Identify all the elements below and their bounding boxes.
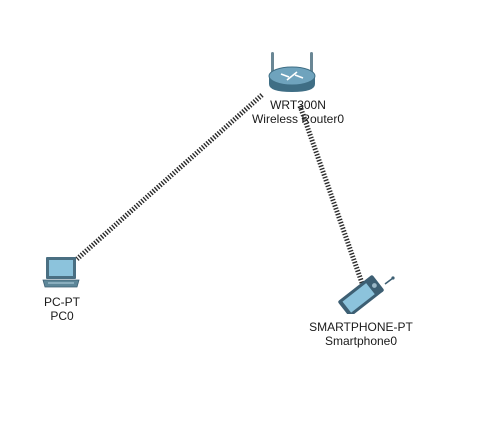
pc-label: PC-PT PC0 bbox=[44, 295, 80, 323]
pc-name: PC0 bbox=[50, 309, 74, 323]
laptop-icon bbox=[42, 257, 80, 288]
wireless-link-router-pc[interactable] bbox=[75, 93, 264, 261]
router-device[interactable] bbox=[265, 50, 319, 98]
smartphone-icon bbox=[338, 275, 395, 317]
pc-model: PC-PT bbox=[44, 295, 80, 309]
pc-device[interactable] bbox=[42, 256, 80, 290]
router-label: WRT300N Wireless Router0 bbox=[252, 98, 344, 126]
smartphone-model: SMARTPHONE-PT bbox=[309, 320, 413, 334]
router-model: WRT300N bbox=[270, 98, 326, 112]
wireless-router-icon bbox=[268, 52, 316, 92]
smartphone-name: Smartphone0 bbox=[324, 334, 398, 348]
smartphone-device[interactable] bbox=[337, 274, 399, 317]
router-name: Wireless Router0 bbox=[251, 112, 345, 126]
wireless-link-router-smartphone[interactable] bbox=[297, 105, 365, 284]
smartphone-label: SMARTPHONE-PT Smartphone0 bbox=[309, 320, 413, 348]
